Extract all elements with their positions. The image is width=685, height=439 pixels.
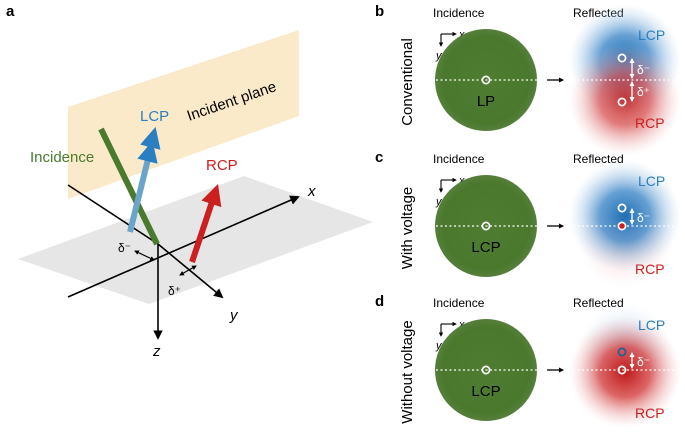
spot-label: LCP: [471, 239, 500, 256]
panel-a: a Incident plane Incidence LCP RCP x y z…: [6, 3, 373, 360]
side-title: Without voltage: [399, 320, 416, 423]
delta-down-label: δ⁺: [637, 85, 650, 99]
rcp-beam: [189, 184, 222, 263]
delta-plus-label: δ⁺: [168, 284, 181, 298]
axis-x-label: x: [458, 319, 465, 331]
y-label: y: [229, 307, 239, 324]
top-lcp-label: LCP: [638, 173, 665, 189]
top-lcp-label: LCP: [638, 317, 665, 333]
incidence-center-marker: [481, 75, 491, 85]
delta-up-label: δ⁻: [637, 211, 650, 225]
rcp-center-marker: [617, 365, 627, 375]
lcp-beam-tip: [140, 126, 161, 161]
floor-diagonal: [67, 184, 159, 245]
side-title: With voltage: [399, 187, 416, 270]
spot-label: LP: [477, 93, 495, 110]
incidence-title: Incidence: [433, 296, 485, 310]
z-label: z: [152, 343, 161, 360]
bottom-rcp-label: RCP: [635, 115, 665, 131]
axis-x-label: x: [458, 175, 465, 187]
incidence-center-marker: [481, 365, 491, 375]
incidence-beam: [98, 127, 160, 246]
axis-y-label: y: [435, 50, 443, 62]
delta-up-label: δ⁻: [637, 63, 650, 77]
rows-container: bIncidenceReflectedConventionalxyLPδ⁻δ⁺L…: [375, 3, 681, 428]
incidence-center-marker: [481, 221, 491, 231]
bottom-rcp-label: RCP: [635, 405, 665, 421]
delta-plus-arrow: [179, 265, 197, 276]
panel-a-label: a: [6, 3, 15, 20]
panel-label: b: [375, 3, 384, 20]
axis-x-label: x: [458, 29, 465, 41]
top-lcp-label: LCP: [638, 27, 665, 43]
panel-label: c: [375, 149, 383, 166]
spot-label: LCP: [471, 383, 500, 400]
x-axis: [67, 195, 300, 298]
lcp-center-marker: [617, 53, 627, 63]
delta-minus-label: δ⁻: [118, 241, 131, 255]
incident-plane: [68, 30, 299, 199]
rcp-label: RCP: [206, 157, 238, 174]
bottom-rcp-label: RCP: [635, 261, 665, 277]
incidence-title: Incidence: [433, 152, 485, 166]
axis-y-label: y: [435, 196, 443, 208]
lcp-label: LCP: [140, 108, 169, 125]
lcp-center-marker: [617, 347, 627, 357]
axis-y-label: y: [435, 340, 443, 352]
delta-minus-arrow: [134, 250, 155, 261]
rcp-center-marker: [617, 221, 627, 231]
x-label: x: [307, 183, 316, 200]
reflected-blue-spot: [569, 160, 681, 272]
lcp-center-marker: [617, 203, 627, 213]
rcp-center-marker: [617, 97, 627, 107]
side-title: Conventional: [399, 38, 416, 126]
floor-plane: [18, 176, 373, 304]
delta-up-label: δ⁻: [637, 355, 650, 369]
panel-b: bIncidenceReflectedConventionalxyLPδ⁻δ⁺L…: [375, 3, 681, 156]
incidence-label: Incidence: [30, 149, 94, 166]
incidence-title: Incidence: [433, 6, 485, 20]
panel-label: d: [375, 293, 384, 310]
lcp-beam: [127, 140, 158, 233]
